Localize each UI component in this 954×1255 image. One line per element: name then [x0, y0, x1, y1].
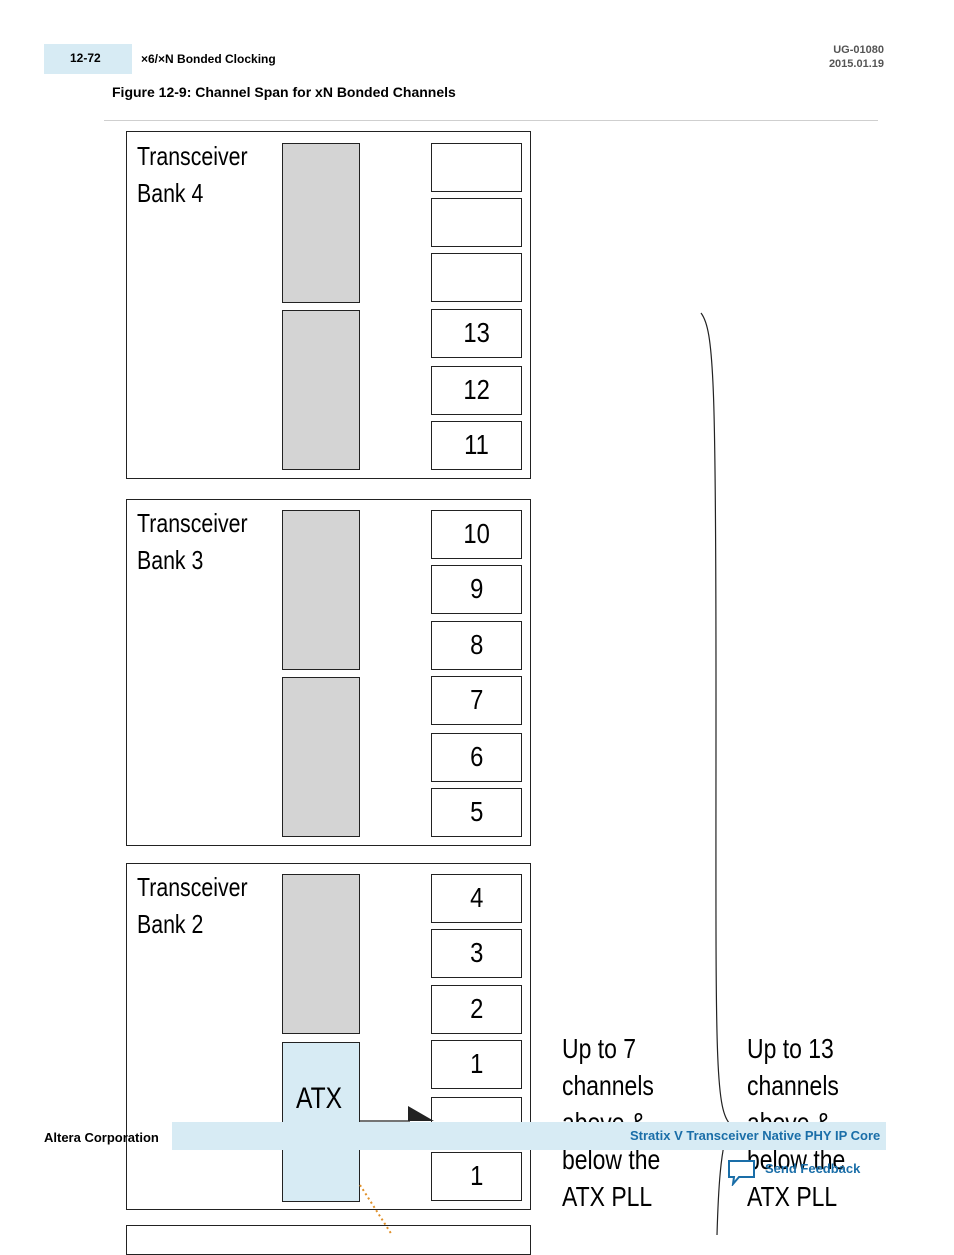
pll-block	[282, 510, 360, 670]
pll-block	[282, 310, 360, 470]
bank-3-label-line1: Transceiver	[137, 508, 248, 538]
page-number-tab	[44, 44, 132, 74]
pll-block	[282, 677, 360, 837]
callout-line: Up to 13	[747, 1033, 834, 1064]
channel-box: 9	[431, 565, 522, 614]
channel-box: 6	[431, 733, 522, 782]
send-feedback-link[interactable]: Send Feedback	[765, 1161, 861, 1176]
callout-line: channels	[562, 1070, 654, 1101]
channel-box: 10	[431, 510, 522, 559]
callout-line: channels	[747, 1070, 839, 1101]
doc-date: 2015.01.19	[828, 58, 884, 70]
channel-box: 4	[431, 874, 522, 923]
bank-3-label-line2: Bank 3	[137, 545, 204, 575]
feedback-speech-bubble-icon[interactable]	[727, 1158, 757, 1186]
arrow-head-icon	[408, 1106, 434, 1121]
callout-line: ATX PLL	[562, 1181, 653, 1212]
channel-box	[431, 143, 522, 192]
dotted-connector	[359, 1184, 393, 1235]
bank-4-label-line1: Transceiver	[137, 141, 248, 171]
doc-id: UG-01080	[833, 44, 884, 56]
channel-box: 2	[431, 985, 522, 1034]
footer-product-link[interactable]: Stratix V Transceiver Native PHY IP Core	[630, 1128, 881, 1143]
channel-box: 11	[431, 421, 522, 470]
bank-2-label: Transceiver Bank 2	[137, 869, 248, 943]
channel-box	[431, 198, 522, 247]
bank-4-label: Transceiver Bank 4	[137, 138, 248, 212]
atx-label: ATX	[296, 1082, 343, 1115]
section-title: ×6/×N Bonded Clocking	[141, 52, 276, 66]
bank-2-label-line1: Transceiver	[137, 872, 248, 902]
footer-company: Altera Corporation	[44, 1130, 159, 1145]
channel-box: 8	[431, 621, 522, 670]
channel-box: 5	[431, 788, 522, 837]
channel-box: 3	[431, 929, 522, 978]
bank-2-label-line2: Bank 2	[137, 909, 204, 939]
bank-3-label: Transceiver Bank 3	[137, 505, 248, 579]
footer-band	[172, 1122, 886, 1150]
callout-line: Up to 7	[562, 1033, 637, 1064]
bank-4-label-line2: Bank 4	[137, 178, 204, 208]
doc-info: UG-01080 2015.01.19	[829, 43, 884, 71]
channel-box: 13	[431, 309, 522, 358]
page-number: 12-72	[70, 51, 101, 65]
callout-line: ATX PLL	[747, 1181, 838, 1212]
pll-block	[282, 874, 360, 1034]
channel-box	[431, 253, 522, 302]
figure-title: Figure 12-9: Channel Span for xN Bonded …	[112, 84, 456, 100]
channel-box: 7	[431, 676, 522, 725]
channel-box: 1	[431, 1152, 522, 1201]
brace-13-channels	[700, 312, 732, 1126]
channel-box: 1	[431, 1040, 522, 1089]
channel-box: 12	[431, 366, 522, 415]
pll-block	[282, 143, 360, 303]
divider	[104, 120, 878, 121]
